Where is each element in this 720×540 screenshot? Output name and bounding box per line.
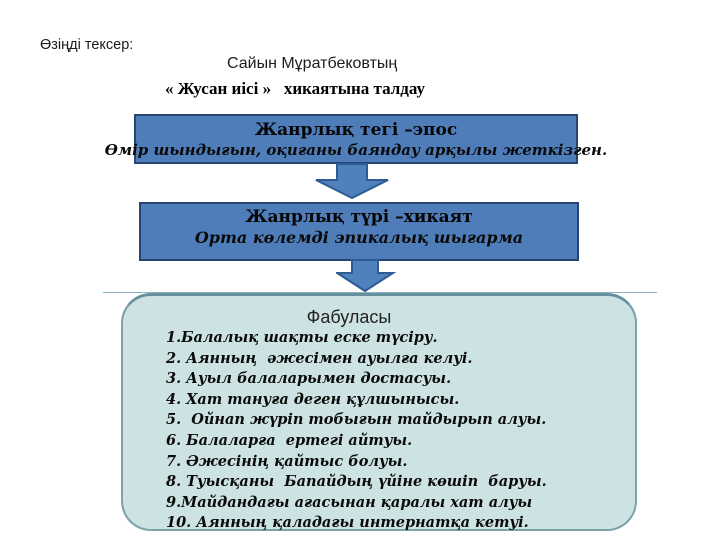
genre-type-title: Жанрлық түрі –хикаят <box>245 207 473 227</box>
genre-origin-title: Жанрлық тегі –эпос <box>254 120 458 140</box>
down-arrow-icon <box>336 259 396 293</box>
fabula-item: 2. Аянның әжесімен ауылға келуі. <box>166 349 473 367</box>
fabula-item: 6. Балаларға ертегі айтуы. <box>166 431 413 449</box>
fabula-item: 7. Әжесінің қайтыс болуы. <box>166 452 408 470</box>
fabula-item: 8. Туысқаны Бапайдың үйіне көшіп баруы. <box>166 473 547 491</box>
fabula-item: 1.Балалық шақты еске түсіру. <box>166 329 438 346</box>
down-arrow-icon <box>315 163 389 199</box>
fabula-item: 4. Хат тануға деген құлшынысы. <box>166 390 460 408</box>
fabula-panel <box>121 293 637 531</box>
genre-type-subtitle: Орта көлемді эпикалық шығарма <box>194 228 524 247</box>
author-line: Сайын Мұратбековтың <box>227 55 398 72</box>
fabula-item: 10. Аянның қаладағы интернатқа кетуі. <box>166 514 529 532</box>
check-yourself-label: Өзіңді тексер: <box>40 37 134 53</box>
fabula-item: 5. Ойнап жүріп тобығын тайдырып алуы. <box>166 411 547 429</box>
divider-line <box>103 292 657 293</box>
fabula-list: 1.Балалық шақты еске түсіру. 2. Аянның ә… <box>166 328 626 534</box>
genre-type-box: Жанрлық түрі –хикаят Орта көлемді эпикал… <box>139 202 579 261</box>
genre-origin-subtitle: Өмір шындығын, оқиғаны баяндау арқылы же… <box>104 141 608 159</box>
fabula-item: 9.Майдандағы ағасынан қаралы хат алуы <box>166 493 533 511</box>
fabula-title: Фабуласы <box>306 307 392 327</box>
genre-origin-box: Жанрлық тегі –эпос Өмір шындығын, оқиған… <box>105 114 607 164</box>
analysis-title: « Жусан иісі » хикаятына талдау <box>165 79 426 98</box>
fabula-item: 3. Ауыл балаларымен достасуы. <box>166 370 452 388</box>
